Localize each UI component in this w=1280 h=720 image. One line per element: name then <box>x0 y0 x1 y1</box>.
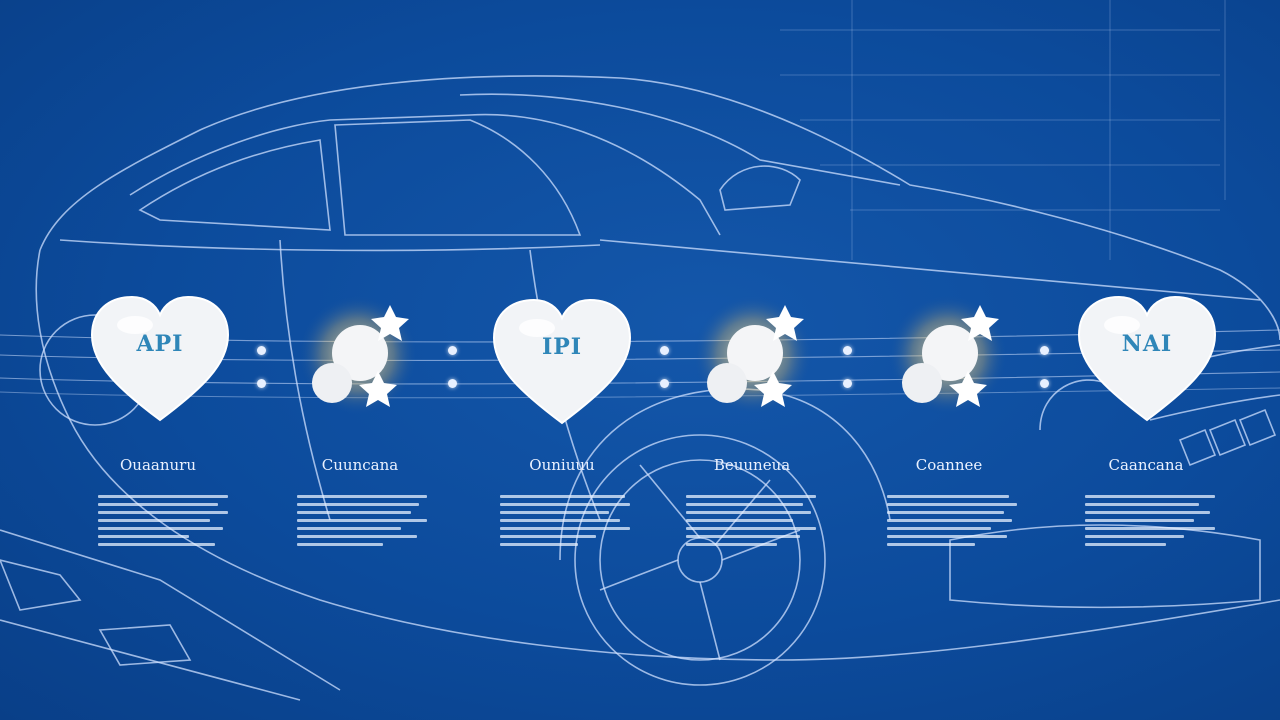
step-node-5 <box>880 295 1020 425</box>
connector-dot <box>843 346 852 355</box>
description-text-block <box>887 490 1017 551</box>
description-text-block <box>500 490 630 551</box>
node-caption: Coannee <box>915 456 983 474</box>
heart-icon <box>492 298 632 425</box>
step-node-2 <box>290 295 430 425</box>
description-text-block <box>297 490 427 551</box>
connector-dot <box>257 346 266 355</box>
node-label: IPI <box>541 334 583 360</box>
connector-dot <box>660 379 669 388</box>
node-caption: Ouniuuu <box>529 456 595 474</box>
cloud-star-icon <box>298 295 418 415</box>
cloud-star-icon <box>693 295 813 415</box>
node-caption: Caancana <box>1108 456 1184 474</box>
connector-dot <box>843 379 852 388</box>
step-node-1: API <box>90 295 230 425</box>
step-node-6: NAI <box>1077 295 1217 425</box>
node-caption: Ouaanuru <box>120 456 196 474</box>
step-node-3: IPI <box>492 298 632 428</box>
connector-dot <box>448 346 457 355</box>
connector-dot <box>448 379 457 388</box>
connector-dot <box>660 346 669 355</box>
node-caption: Beuuneua <box>713 456 791 474</box>
connector-dot <box>257 379 266 388</box>
node-label: API <box>136 331 184 357</box>
description-text-block <box>686 490 816 551</box>
node-caption: Cuuncana <box>321 456 399 474</box>
heart-icon <box>1077 295 1217 422</box>
step-node-4 <box>685 295 825 425</box>
connector-dot <box>1040 346 1049 355</box>
description-text-block <box>1085 490 1215 551</box>
cloud-star-icon <box>888 295 1008 415</box>
description-text-block <box>98 490 228 551</box>
heart-icon <box>90 295 230 422</box>
node-label: NAI <box>1121 331 1173 357</box>
connector-dot <box>1040 379 1049 388</box>
